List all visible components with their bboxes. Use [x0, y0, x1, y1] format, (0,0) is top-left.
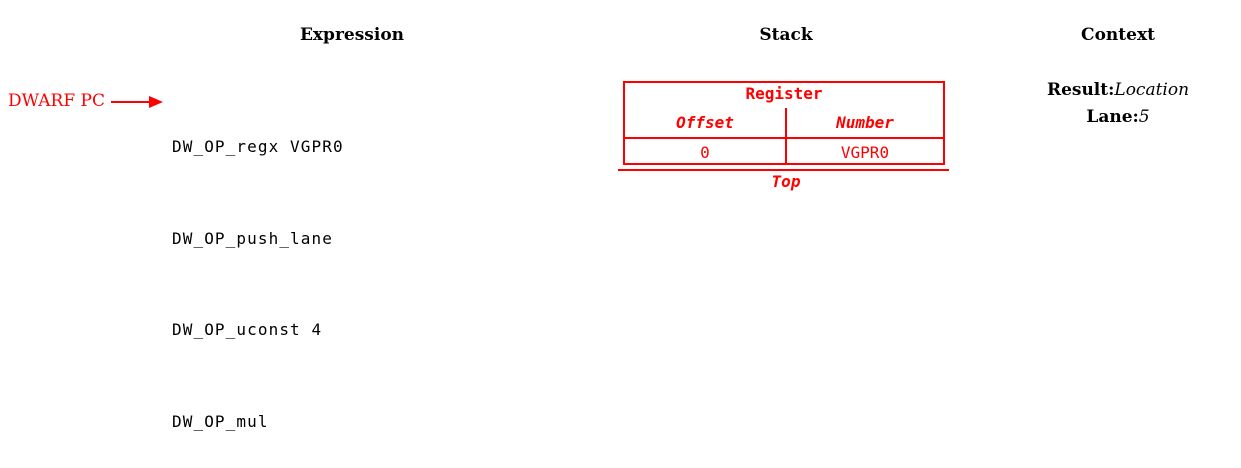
- context-lane-value: 5: [1138, 107, 1150, 127]
- expression-op: DW_OP_mul: [172, 411, 269, 431]
- expression-op-list: DW_OP_regx VGPR0 DW_OP_push_lane DW_OP_u…: [172, 71, 344, 468]
- stack-entry-table: Register Offset Number 0 VGPR0: [623, 81, 945, 165]
- stack-top-line: [618, 169, 949, 171]
- expression-op: DW_OP_push_lane: [172, 228, 333, 248]
- stack-table-vertical-divider: [785, 108, 787, 163]
- stack-table-horizontal-divider: [625, 137, 943, 139]
- stack-field-number-value: VGPR0: [840, 143, 890, 162]
- dwarf-pc-label: DWARF PC: [8, 91, 105, 111]
- stack-top-label: Top: [771, 172, 801, 191]
- stack-column-title: Stack: [759, 25, 813, 45]
- context-result-value: Location: [1114, 80, 1190, 100]
- expression-op: DW_OP_regx VGPR0: [172, 137, 344, 156]
- expression-column-title: Expression: [299, 25, 405, 45]
- stack-field-offset-header: Offset: [676, 113, 734, 132]
- context-column-title: Context: [1081, 25, 1155, 45]
- pc-arrow-icon: [111, 96, 163, 108]
- stack-field-offset-value: 0: [700, 143, 710, 162]
- expression-op: DW_OP_uconst 4: [172, 320, 323, 339]
- stack-entry-type-label: Register: [745, 84, 823, 103]
- context-lane-line: Lane:5: [1008, 107, 1228, 128]
- context-result-line: Result:Location: [1008, 80, 1228, 101]
- context-result-label: Result:: [1046, 80, 1115, 100]
- stack-field-number-header: Number: [836, 113, 894, 132]
- context-lane-label: Lane:: [1086, 107, 1139, 127]
